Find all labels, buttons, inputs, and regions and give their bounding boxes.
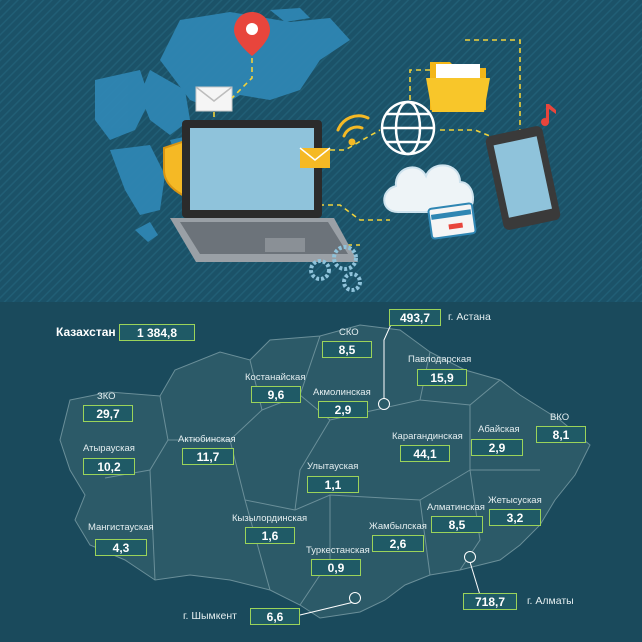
almaty-marker bbox=[464, 551, 476, 563]
region-label-atyrau: Атырауская bbox=[83, 443, 135, 454]
region-value-zko: 29,7 bbox=[83, 405, 133, 422]
region-value-aktobe: 11,7 bbox=[182, 448, 234, 465]
almaty-label: г. Алматы bbox=[527, 595, 574, 607]
globe-icon bbox=[380, 100, 436, 156]
gear-icon bbox=[309, 245, 362, 292]
region-value-pavlodar: 15,9 bbox=[417, 369, 467, 386]
region-value-turkestan: 0,9 bbox=[311, 559, 361, 576]
region-value-abay: 2,9 bbox=[471, 439, 523, 456]
wifi-icon bbox=[336, 114, 370, 146]
region-value-almaty-region: 8,5 bbox=[431, 516, 483, 533]
region-value-sko: 8,5 bbox=[322, 341, 372, 358]
region-value-atyrau: 10,2 bbox=[83, 458, 135, 475]
region-value-zhambyl: 2,6 bbox=[372, 535, 424, 552]
country-title: Казахстан bbox=[56, 325, 116, 339]
region-label-turkestan: Туркестанская bbox=[306, 545, 370, 556]
region-label-pavlodar: Павлодарская bbox=[408, 354, 472, 365]
region-label-karaganda: Карагандинская bbox=[392, 431, 463, 442]
region-value-zhetysu: 3,2 bbox=[489, 509, 541, 526]
shymkent-value: 6,6 bbox=[250, 608, 300, 625]
region-label-sko: СКО bbox=[339, 327, 359, 338]
astana-marker bbox=[378, 398, 390, 410]
laptop-icon bbox=[170, 120, 358, 262]
country-total-value: 1 384,8 bbox=[119, 324, 195, 341]
region-label-zhetysu: Жетысуская bbox=[488, 495, 542, 506]
region-label-kostanay: Костанайская bbox=[245, 372, 306, 383]
tablet-icon bbox=[485, 126, 561, 230]
shymkent-marker bbox=[349, 592, 361, 604]
envelope-icon bbox=[195, 86, 233, 112]
region-label-vko: ВКО bbox=[550, 412, 570, 423]
region-value-mangystau: 4,3 bbox=[95, 539, 147, 556]
region-label-aktobe: Актюбинская bbox=[178, 434, 236, 445]
region-value-kostanay: 9,6 bbox=[251, 386, 301, 403]
region-label-zko: ЗКО bbox=[97, 391, 116, 402]
region-value-karaganda: 44,1 bbox=[400, 445, 450, 462]
region-label-abay: Абайская bbox=[478, 424, 520, 435]
region-value-ulytau: 1,1 bbox=[307, 476, 359, 493]
region-label-almaty-region: Алматинская bbox=[427, 502, 485, 513]
shymkent-label: г. Шымкент bbox=[183, 610, 237, 622]
cloud-icon bbox=[383, 164, 474, 213]
astana-value: 493,7 bbox=[389, 309, 441, 326]
region-value-kyzylorda: 1,6 bbox=[245, 527, 295, 544]
region-label-ulytau: Улытауская bbox=[307, 461, 359, 472]
region-label-kyzylorda: Кызылординская bbox=[232, 513, 308, 524]
music-note-icon bbox=[541, 104, 556, 126]
region-value-vko: 8,1 bbox=[536, 426, 586, 443]
astana-label: г. Астана bbox=[448, 311, 491, 323]
credit-card-icon bbox=[427, 202, 477, 240]
folder-icon bbox=[426, 62, 490, 112]
location-pin-icon bbox=[234, 12, 270, 56]
region-label-zhambyl: Жамбылская bbox=[369, 521, 427, 532]
region-label-akmola: Акмолинская bbox=[313, 387, 371, 398]
region-value-akmola: 2,9 bbox=[318, 401, 368, 418]
technology-illustration bbox=[0, 0, 642, 302]
region-label-mangystau: Мангистауская bbox=[88, 522, 154, 533]
almaty-value: 718,7 bbox=[463, 593, 517, 610]
envelope-icon bbox=[299, 147, 331, 168]
